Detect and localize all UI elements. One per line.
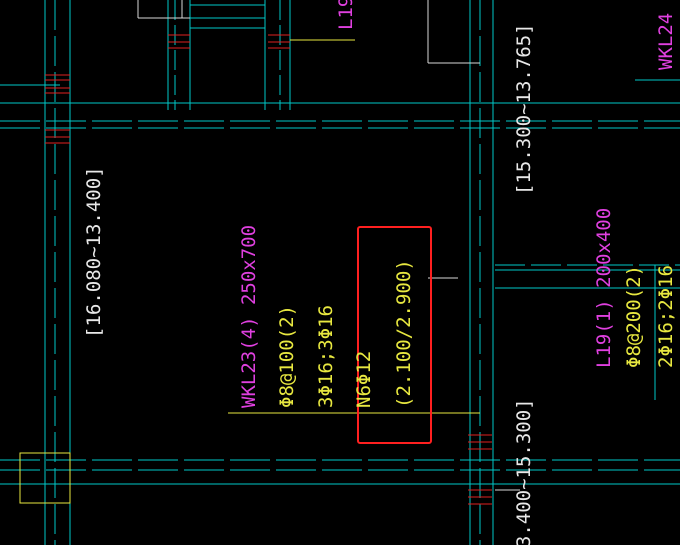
- beam-top-right-name: WKL24: [655, 13, 677, 70]
- beam-right-name: L19(1) 200x400: [593, 208, 615, 368]
- highlight-selection-box[interactable]: [357, 226, 432, 444]
- beam-main-offset: (2.100/2.900): [393, 259, 415, 408]
- outline-lines: [137, 0, 520, 491]
- beam-lines: [19, 39, 480, 504]
- beam-right-long-bars: 2Φ16;2Φ16: [655, 265, 677, 368]
- beam-main-stirrup: Φ8@100(2): [276, 305, 298, 408]
- beam-main-long-bars: 3Φ16;3Φ16: [315, 305, 337, 408]
- elevation-mid-bottom: [13.400~15.300]: [513, 398, 535, 545]
- hatch-marks: [45, 34, 492, 505]
- elevation-left-column: [16.080~13.400]: [83, 166, 105, 338]
- column-box: [19, 452, 71, 504]
- beam-main-side-bars: N6Φ12: [353, 351, 375, 408]
- beam-main-name: WKL23(4) 250x700: [238, 225, 260, 408]
- elevation-mid-top: [15.300~13.765]: [513, 23, 535, 195]
- beam-top-mid-name: L19: [335, 0, 357, 30]
- beam-right-stirrup: Φ8@200(2): [623, 265, 645, 368]
